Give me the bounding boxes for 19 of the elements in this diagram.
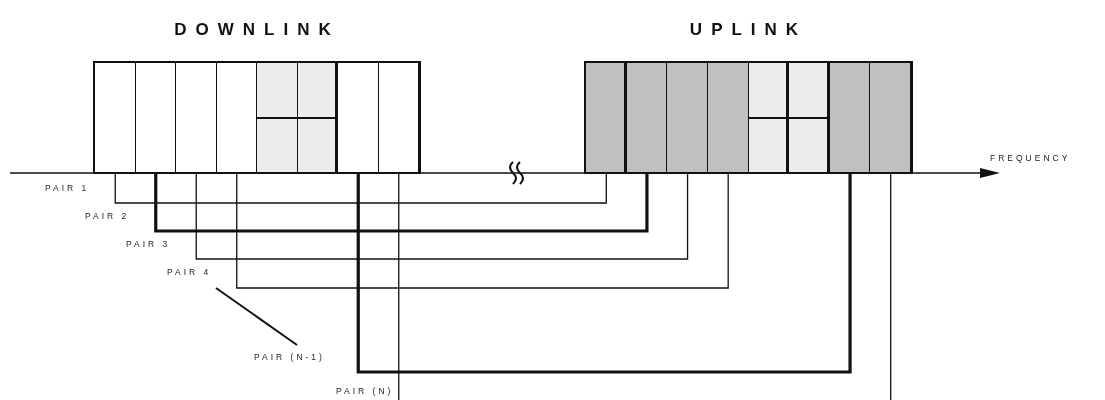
band-heading: DOWNLINK xyxy=(173,20,341,40)
pair-connector xyxy=(236,172,729,289)
channel-cell xyxy=(298,63,338,172)
channel-cell xyxy=(749,63,789,172)
edge-label: PAIR 2 xyxy=(85,211,130,221)
pair-connector xyxy=(195,172,689,260)
band-heading: UPLINK xyxy=(688,20,809,40)
edge-label: PAIR 1 xyxy=(45,183,90,193)
pair-connector xyxy=(356,173,852,374)
pair-connector xyxy=(154,173,649,233)
channel-cell xyxy=(257,63,298,172)
pair-connector xyxy=(398,172,892,400)
axis-label: FREQUENCY xyxy=(990,153,1071,163)
edge-label: PAIR (N-1) xyxy=(254,352,325,362)
pair-connector xyxy=(114,172,607,204)
edge-label: PAIR 3 xyxy=(126,239,171,249)
edge-label: PAIR 4 xyxy=(167,267,212,277)
edge-label: PAIR (N) xyxy=(336,386,394,396)
channel-cell xyxy=(789,63,830,172)
